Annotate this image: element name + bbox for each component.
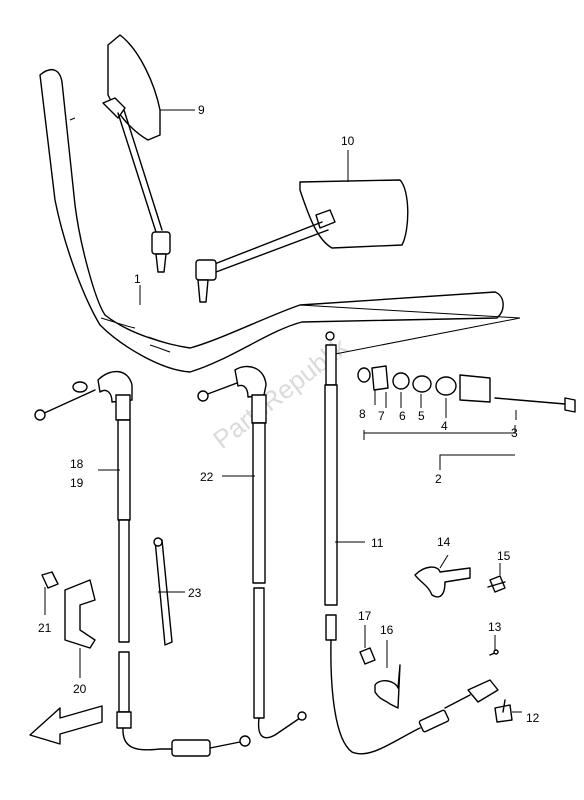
callout-17: 17 [358,609,372,623]
bolt-12[interactable] [494,699,513,723]
callout-5: 5 [418,409,425,423]
callout-11: 11 [371,536,384,550]
mirror-right[interactable] [195,179,409,303]
callout-16: 16 [380,623,394,637]
mirror-left[interactable] [102,34,171,273]
callout-12: 12 [526,711,540,725]
callout-3: 3 [511,426,518,440]
callout-9: 9 [198,103,205,117]
throttle-cable-18-19[interactable] [34,370,251,757]
callout-2: 2 [435,472,442,486]
callout-21: 21 [38,621,52,635]
callout-13: 13 [488,620,502,634]
callout-1: 1 [134,272,141,286]
callout-4: 4 [441,419,448,433]
callout-22: 22 [200,470,214,484]
bolt-15[interactable] [487,575,506,593]
bracket-14[interactable] [414,566,471,598]
clamp-16[interactable] [374,664,401,709]
callouts: 1 9 10 8 7 6 5 4 3 2 11 14 15 17 16 13 1… [38,103,540,725]
callout-19: 19 [70,476,84,490]
callout-23: 23 [188,586,202,600]
callout-6: 6 [399,409,406,423]
handlebar[interactable] [39,68,521,373]
front-direction-arrow-icon [29,705,103,745]
callout-10: 10 [341,134,355,148]
clutch-cable-11[interactable] [324,331,499,755]
callout-14: 14 [437,535,451,549]
lever-holder-parts[interactable] [357,365,576,413]
bolt-21[interactable] [41,571,59,589]
callout-7: 7 [378,409,385,423]
pin-13[interactable] [489,649,499,656]
throttle-cable-22[interactable] [197,365,307,739]
bolt-17[interactable] [359,647,376,665]
callout-15: 15 [497,549,511,563]
callout-18: 18 [70,457,84,471]
clamp-20[interactable] [64,579,96,649]
callout-20: 20 [73,682,87,696]
leader-lines [44,109,522,713]
callout-8: 8 [359,407,366,421]
